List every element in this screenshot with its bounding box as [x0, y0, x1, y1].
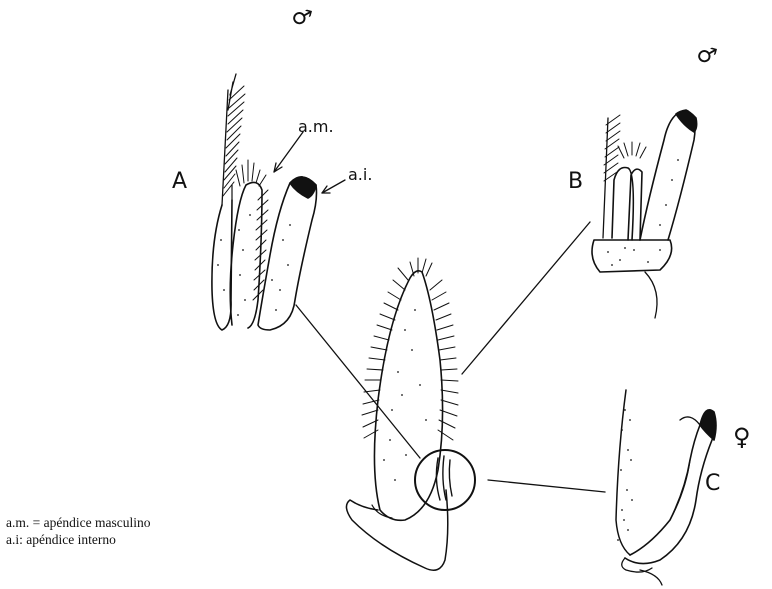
legend: a.m. = apéndice masculino a.i: apéndice … [6, 514, 150, 548]
legend-line-ai: a.i: apéndice interno [6, 531, 150, 548]
panel-c-label: C [705, 471, 720, 496]
panel-b-drawing [462, 110, 697, 374]
panel-c-drawing [616, 390, 716, 585]
legend-line-am: a.m. = apéndice masculino [6, 514, 150, 531]
panel-b-label: B [568, 169, 583, 194]
panel-b-sex-symbol: ♂ [694, 41, 720, 70]
ai-annotation: a.i. [348, 165, 372, 184]
panel-a-label: A [172, 169, 187, 194]
panel-a-sex-symbol: ♂ [289, 3, 315, 32]
am-annotation: a.m. [298, 117, 334, 136]
panel-c-sex-symbol: ♀ [733, 423, 751, 451]
